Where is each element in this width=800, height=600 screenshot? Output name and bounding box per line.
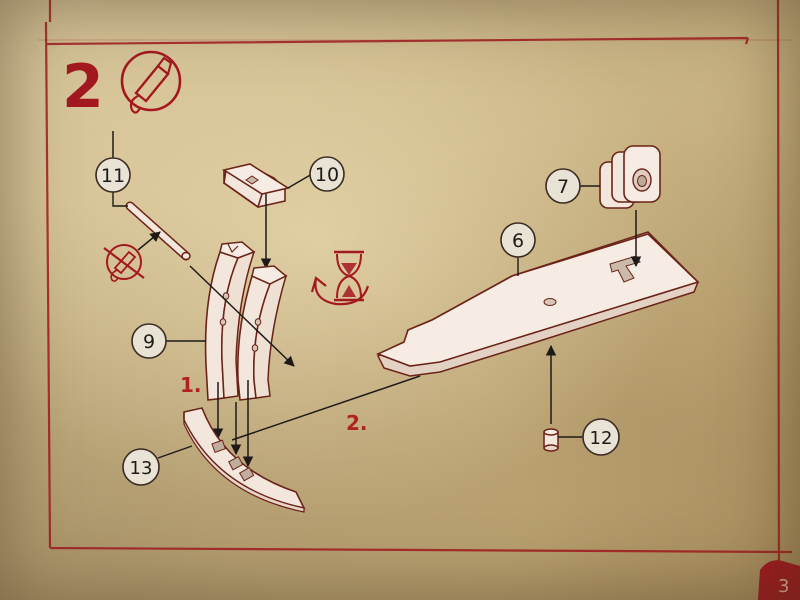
callout-7: 7 — [545, 168, 581, 204]
part-9-frames — [204, 241, 288, 401]
step-number: 2 — [62, 52, 104, 122]
page-frame — [38, 0, 793, 600]
part-6-base-plate — [375, 231, 700, 377]
callout-11-label: 11 — [101, 165, 125, 187]
part-10-connector — [221, 163, 291, 209]
hourglass-icon — [310, 250, 370, 306]
glue-bottle-icon — [120, 50, 182, 114]
part-7-spool — [599, 145, 661, 209]
callout-9: 9 — [131, 323, 167, 359]
callout-7-label: 7 — [557, 176, 569, 198]
callout-leaders — [112, 173, 600, 459]
substep-2-label: 2. — [346, 411, 368, 435]
callout-13-label: 13 — [130, 458, 153, 479]
callout-13: 13 — [122, 448, 160, 486]
callout-10: 10 — [309, 156, 345, 192]
part-12-peg — [543, 428, 559, 452]
callout-12: 12 — [582, 418, 620, 456]
callout-6-label: 6 — [512, 230, 524, 252]
part-13-base — [183, 407, 306, 513]
substep-1-label: 1. — [180, 373, 202, 397]
callout-6: 6 — [500, 222, 536, 258]
part-11-rod — [125, 201, 191, 261]
callout-10-label: 10 — [315, 164, 339, 186]
no-glue-icon — [103, 244, 145, 282]
callout-12-label: 12 — [590, 428, 613, 449]
page-number: 3 — [778, 576, 789, 597]
callout-9-label: 9 — [143, 331, 155, 353]
page-number-badge: 3 — [758, 560, 800, 600]
callout-11: 11 — [95, 157, 131, 193]
